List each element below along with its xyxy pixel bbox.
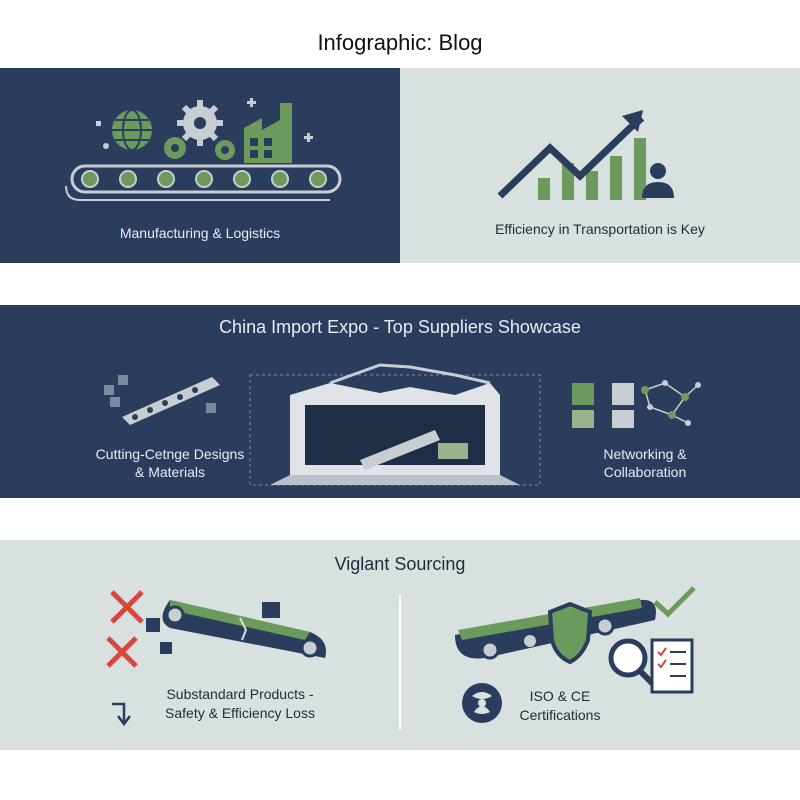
conveyor-belt-icon: [104, 375, 220, 425]
person-icon: [642, 163, 674, 198]
sourcing-illustration: [106, 586, 696, 730]
page-title: Infographic: Blog: [317, 30, 483, 55]
sourcing-panel: Viglant Sourcing: [0, 540, 800, 750]
network-icon: [572, 380, 701, 428]
designs-label-line1: Cutting-Cetnge Designs: [95, 446, 245, 462]
networking-label-line2: Collaboration: [603, 464, 687, 480]
cross-icon: [106, 590, 144, 668]
substandard-label-line1: Substandard Products -: [166, 686, 314, 702]
manufacturing-label: Manufacturing & Logistics: [119, 225, 281, 241]
bar-chart-icon: [538, 138, 646, 200]
expo-title: China Import Expo - Top Suppliers Showca…: [219, 317, 581, 337]
efficiency-illustration: [497, 110, 674, 200]
certifications-label-line2: Certifications: [519, 707, 601, 723]
shield-icon: [547, 601, 593, 665]
sparkle-icons: [96, 98, 313, 149]
broken-box-icon: [146, 618, 172, 654]
networking-label-line1: Networking &: [603, 446, 687, 462]
efficiency-label: Efficiency in Transportation is Key: [495, 221, 705, 237]
logo-swirl-icon: [462, 683, 502, 723]
manufacturing-illustration: [65, 98, 342, 201]
checkmark-icon: [653, 586, 696, 618]
checklist-icon: [650, 638, 694, 694]
gear-icon: [164, 100, 235, 160]
certifications-label-line1: ISO & CE: [529, 688, 591, 704]
globe-icon: [112, 109, 152, 151]
down-arrow-icon: [112, 702, 131, 727]
designs-label-line2: & Materials: [134, 464, 206, 480]
factory-icon: [244, 103, 292, 163]
expo-building-icon: [249, 363, 541, 486]
conveyor-belt-icon: [65, 164, 342, 201]
substandard-label-line2: Safety & Efficiency Loss: [165, 705, 315, 721]
manufacturing-panel: Manufacturing & Logistics: [0, 68, 400, 263]
expo-panel: China Import Expo - Top Suppliers Showca…: [0, 305, 800, 498]
efficiency-panel: Efficiency in Transportation is Key: [400, 68, 800, 263]
sourcing-title: Viglant Sourcing: [334, 554, 466, 574]
conveyor-belt-icon: [162, 600, 326, 658]
expo-illustration: [104, 363, 701, 486]
magnifier-icon: [608, 638, 658, 689]
